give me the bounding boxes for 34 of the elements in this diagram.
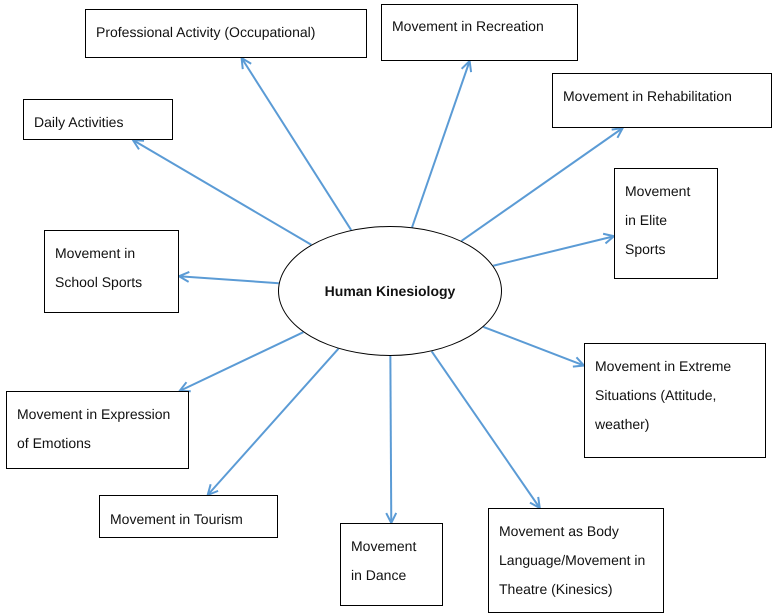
box-label: Daily Activities xyxy=(34,113,124,132)
topic-box xyxy=(381,4,578,61)
box-label: Movement in Dance xyxy=(351,537,418,585)
box-label: Movement in Extreme Situations (Attitude, weather) xyxy=(595,357,732,434)
topic-box xyxy=(340,523,443,606)
arrow xyxy=(460,127,624,242)
topic-box xyxy=(614,168,718,279)
topic-box xyxy=(552,73,772,128)
arrow xyxy=(240,57,352,231)
arrow xyxy=(492,232,615,267)
topic-box xyxy=(85,9,367,58)
box-label: Movement in Expression of Emotions xyxy=(17,405,172,453)
arrow xyxy=(132,139,312,246)
arrow xyxy=(206,348,340,496)
box-label: Movement as Body Language/Movement in Theatre (Kinesics) xyxy=(499,522,646,599)
topic-box xyxy=(488,508,664,613)
box-label: Movement in Rehabilitation xyxy=(563,87,733,106)
topic-box xyxy=(584,343,766,458)
arrow xyxy=(411,60,472,228)
topic-box xyxy=(6,391,189,469)
arrow xyxy=(430,350,541,509)
box-label: Movement in Tourism xyxy=(110,510,244,529)
box-label: Movement in Elite Sports xyxy=(625,182,692,259)
topic-box xyxy=(44,230,179,313)
center-label: Human Kinesiology xyxy=(324,282,456,301)
arrow xyxy=(178,331,304,392)
arrow xyxy=(483,326,585,368)
arrow xyxy=(178,270,279,284)
topic-box xyxy=(23,99,173,140)
box-label: Professional Activity (Occupational) xyxy=(96,23,316,42)
box-label: Movement in School Sports xyxy=(55,244,144,292)
topic-box xyxy=(99,495,278,538)
arrow xyxy=(385,356,398,524)
box-label: Movement in Recreation xyxy=(392,17,545,36)
